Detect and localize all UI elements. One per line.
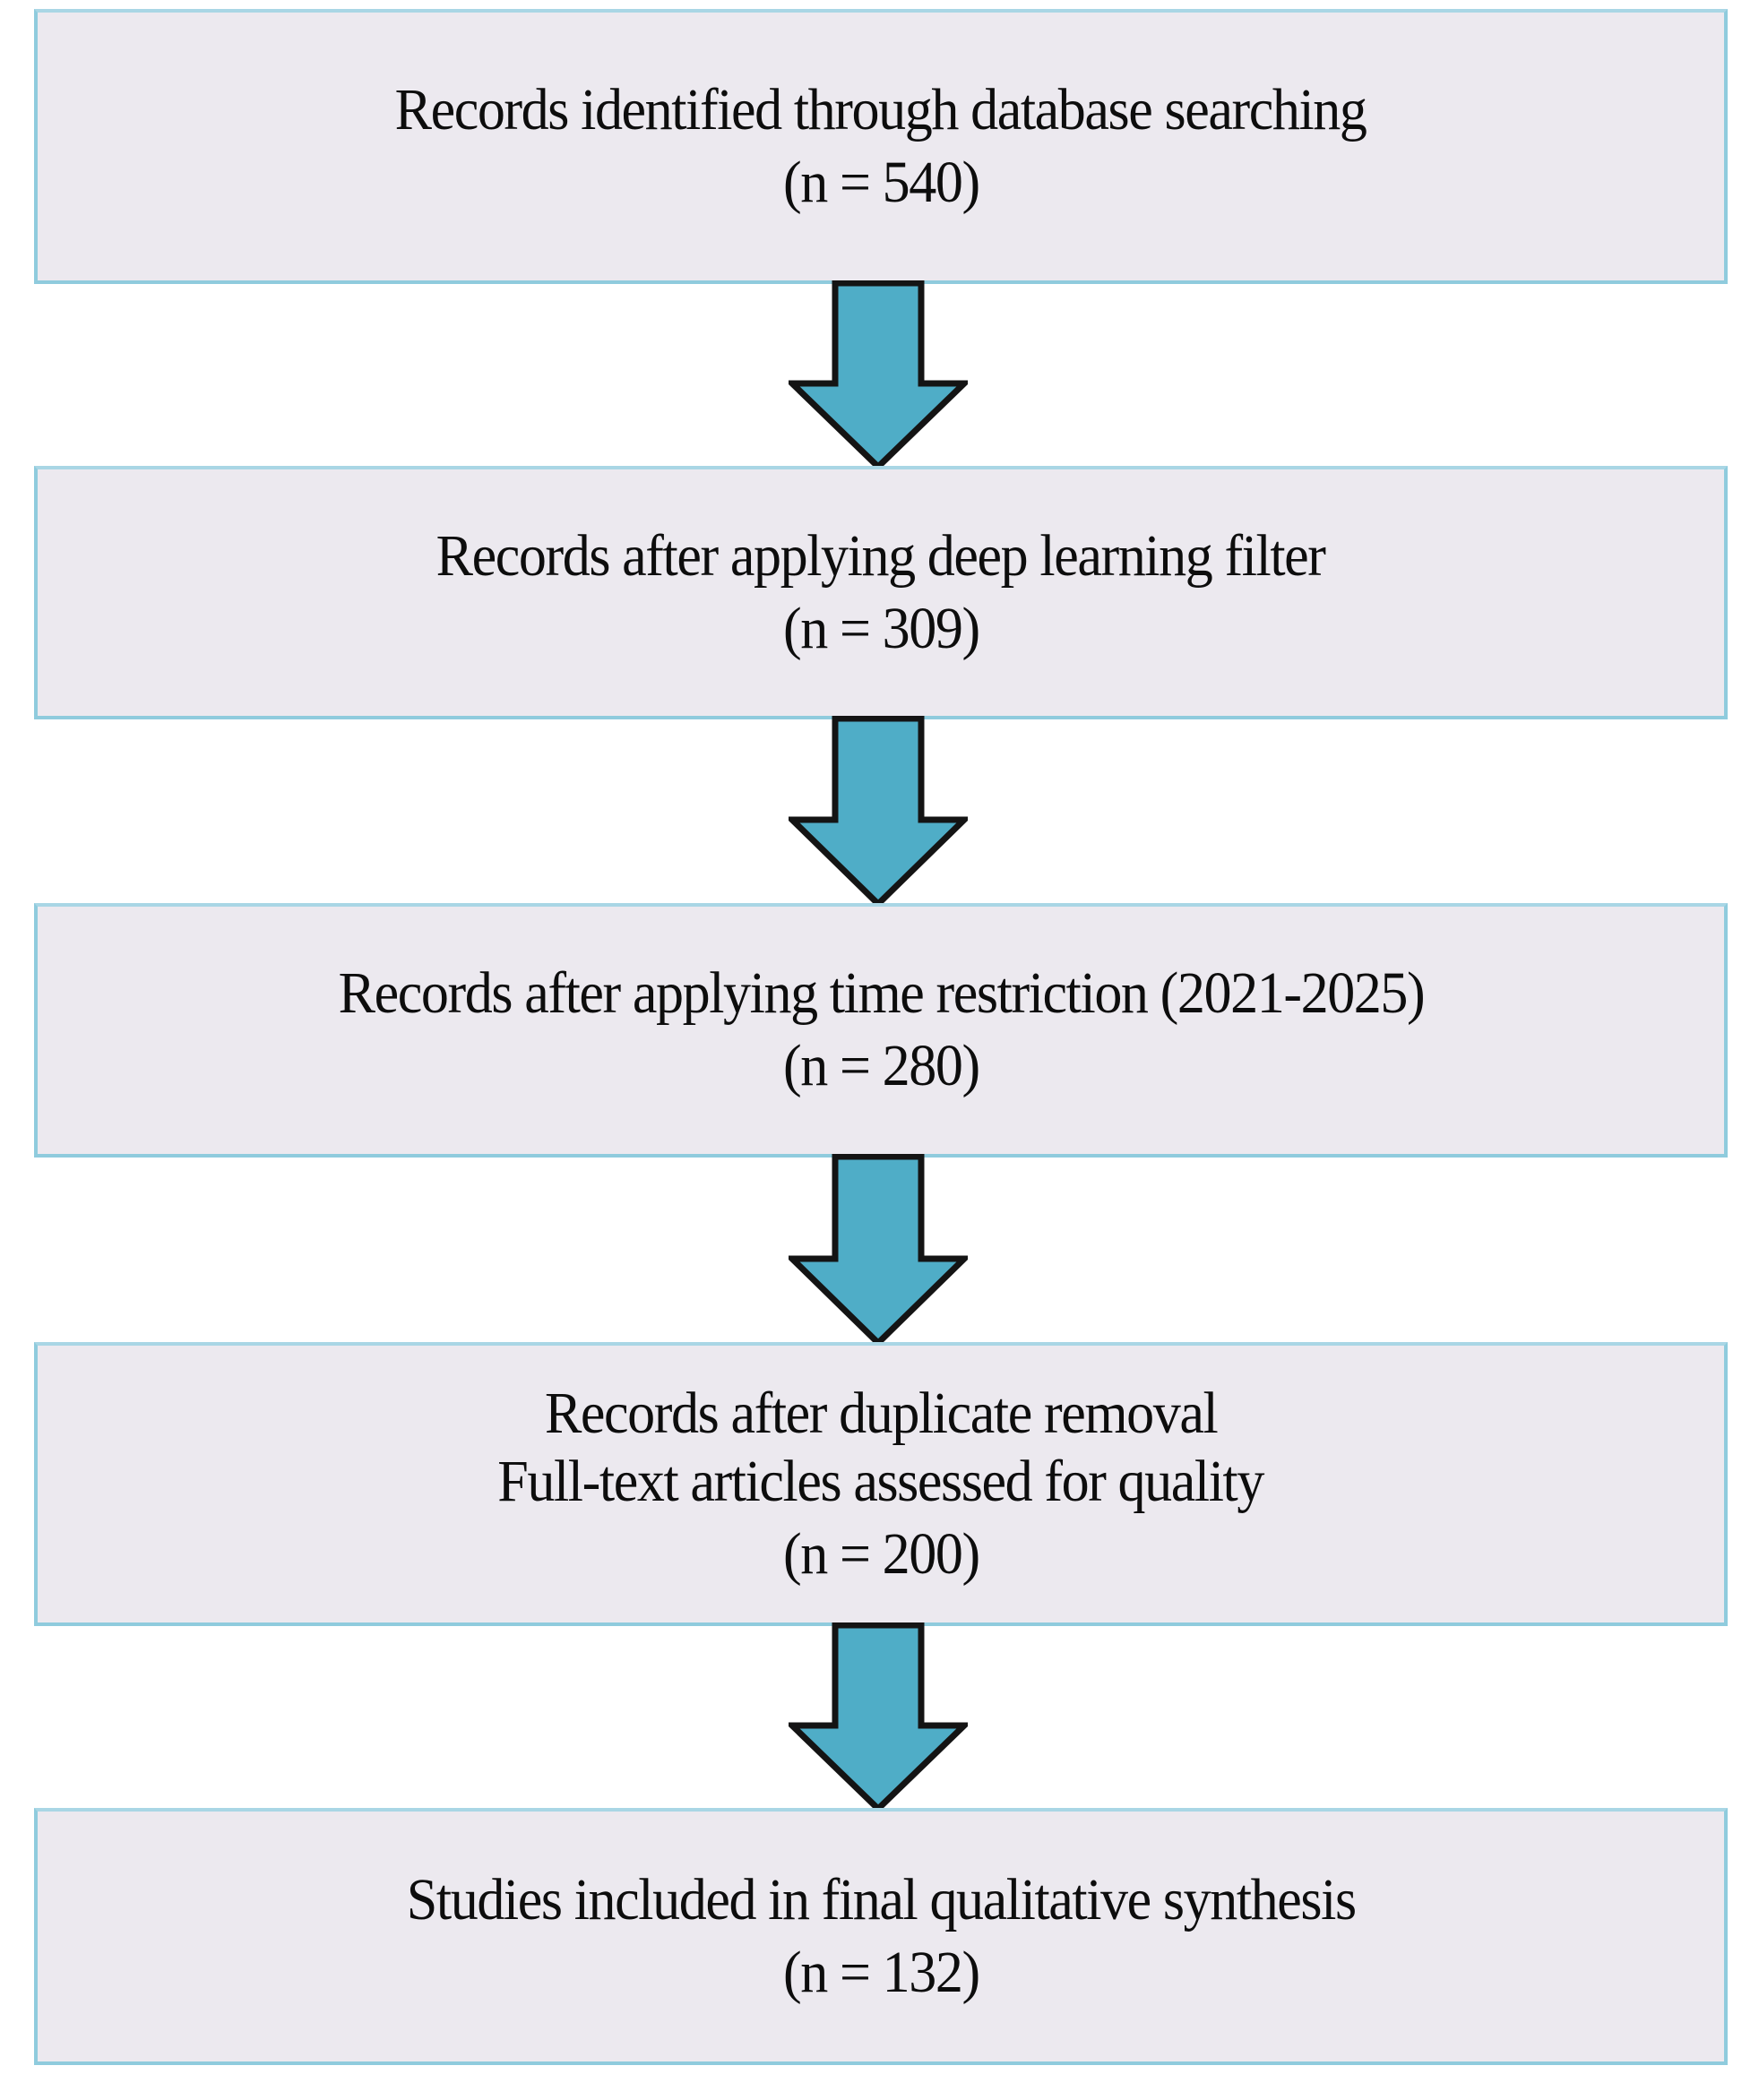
down-arrow-icon [789, 1154, 968, 1347]
down-arrow-icon [789, 1622, 968, 1812]
flow-box-count: (n = 540) [782, 149, 980, 215]
flow-box-line: Studies included in final qualitative sy… [406, 1866, 1357, 1932]
flow-box-line: Records after applying time restriction … [338, 960, 1425, 1027]
flow-box-count: (n = 309) [782, 595, 980, 661]
flow-box-line: Records identified through database sear… [395, 76, 1367, 142]
flow-box-studies-included: Studies included in final qualitative sy… [30, 1806, 1729, 2069]
flow-box-records-after-time-restriction: Records after applying time restriction … [30, 901, 1729, 1161]
down-arrow-icon [789, 280, 968, 470]
flow-box-records-after-duplicate-removal: Records after duplicate removal Full-tex… [30, 1340, 1729, 1630]
flow-box-records-after-deep-learning-filter: Records after applying deep learning fil… [30, 464, 1729, 723]
flow-box-count: (n = 200) [782, 1520, 980, 1587]
flow-box-line: Records after duplicate removal [544, 1380, 1219, 1446]
down-arrow-icon [789, 716, 968, 908]
flow-box-records-identified: Records identified through database sear… [30, 7, 1729, 288]
flow-box-line: Full-text articles assessed for quality [497, 1449, 1265, 1515]
flow-box-line: Records after applying deep learning fil… [436, 522, 1326, 589]
flow-box-count: (n = 132) [782, 1939, 980, 2005]
flow-box-count: (n = 280) [782, 1033, 980, 1098]
